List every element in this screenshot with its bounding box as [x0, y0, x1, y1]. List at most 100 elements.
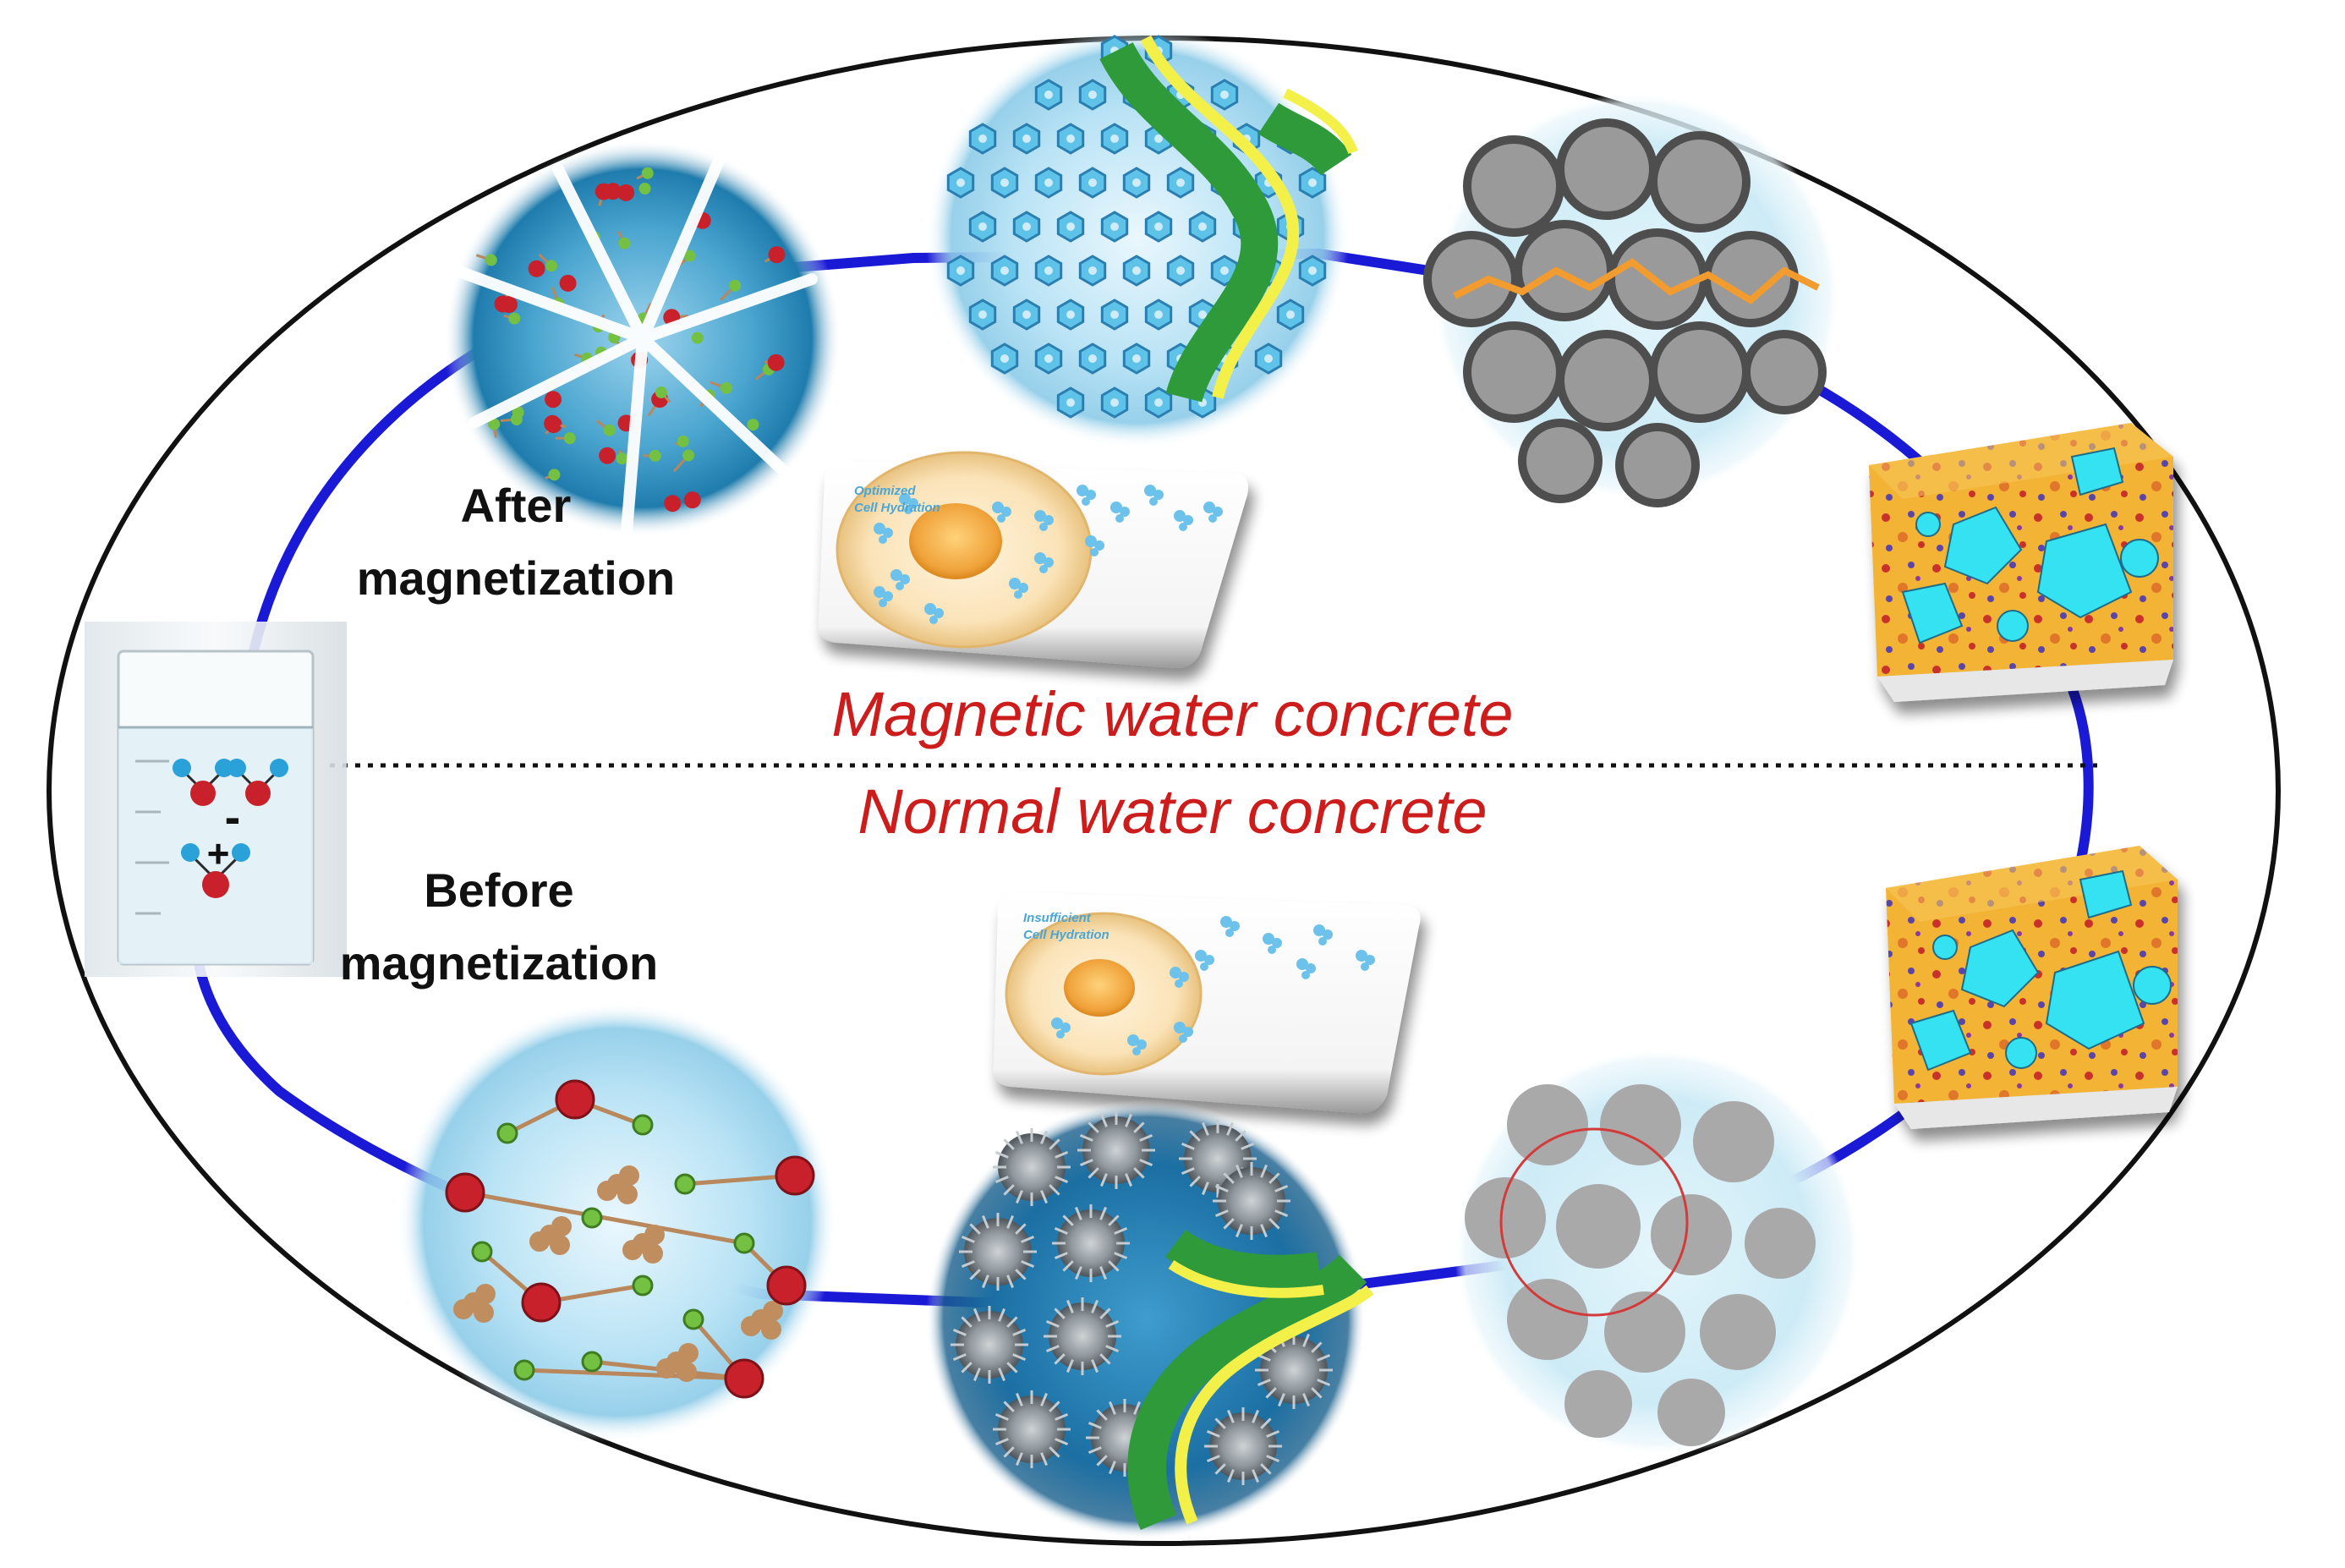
- aggregate-circle-bottom: [1455, 1049, 1860, 1455]
- clay-blob: [644, 1225, 665, 1245]
- clay-blob: [529, 1231, 550, 1252]
- hexagon-core: [1088, 178, 1097, 187]
- after-label-line2: magnetization: [279, 542, 753, 615]
- aggregate-particle: [1507, 1279, 1588, 1360]
- hexagon-core: [1044, 266, 1053, 275]
- red-atom: [768, 1267, 805, 1304]
- card-top-line1: Optimized: [854, 484, 916, 498]
- green-atom: [676, 1175, 694, 1193]
- atom: [729, 280, 741, 292]
- red-atom: [726, 1360, 763, 1397]
- hydration-dot: [1225, 929, 1234, 937]
- hexagon-core: [1066, 222, 1075, 231]
- after-label-line1: After: [279, 469, 753, 542]
- hexagon-core: [1088, 90, 1097, 99]
- hydration-dot: [929, 616, 938, 624]
- hexagon-core: [956, 178, 965, 187]
- aggregate-particle: [1564, 1370, 1632, 1438]
- hexagon-core: [1000, 354, 1009, 363]
- clay-blob: [597, 1181, 617, 1201]
- atom: [616, 452, 628, 464]
- atom: [501, 296, 518, 313]
- green-atom: [473, 1242, 491, 1261]
- hydration-dot: [879, 535, 887, 544]
- aggregate-particle: [1522, 423, 1598, 499]
- hydration-dot: [1039, 565, 1048, 573]
- hexagon-core: [1154, 310, 1163, 319]
- hexagon-core: [1132, 266, 1141, 275]
- hexagon-core: [1088, 266, 1097, 275]
- clay-blob: [678, 1343, 699, 1363]
- card-top-line2: Cell Hydration: [854, 501, 940, 515]
- hydration-dot: [1014, 590, 1022, 599]
- atom: [720, 382, 732, 394]
- green-atom: [583, 1209, 601, 1227]
- hydration-dot: [1179, 523, 1187, 531]
- hexagon-core: [1132, 354, 1141, 363]
- aggregate-particle: [1604, 1291, 1685, 1373]
- magnetic-water-concrete-title: Magnetic water concrete: [0, 677, 2345, 753]
- aggregate-particle: [1560, 123, 1653, 216]
- hydration-dot: [1090, 548, 1099, 556]
- hydration-dot: [896, 582, 904, 590]
- hexagon-core: [1088, 354, 1097, 363]
- red-atom: [776, 1157, 814, 1194]
- clay-blob: [656, 1358, 677, 1379]
- atom: [508, 313, 520, 325]
- hexagon-core: [1308, 178, 1317, 187]
- atom: [769, 246, 786, 263]
- atom: [595, 184, 612, 200]
- aggregate-particle: [1556, 1184, 1641, 1269]
- green-atom: [633, 1276, 652, 1295]
- atom: [564, 432, 576, 444]
- hexagon-core: [1308, 266, 1317, 275]
- aggregate-particle: [1467, 140, 1560, 233]
- hexagon-core: [1110, 134, 1119, 143]
- aggregate-particle: [1507, 1084, 1588, 1165]
- hexagon-core: [1132, 178, 1141, 187]
- atom: [560, 275, 577, 292]
- clay-blob: [551, 1216, 572, 1236]
- hexagon-core: [1022, 310, 1031, 319]
- hydration-dot: [1318, 937, 1327, 946]
- hydration-dot: [1200, 962, 1208, 971]
- hydration-card-optimized: Optimized Cell Hydration: [819, 452, 1248, 668]
- green-atom: [498, 1124, 517, 1143]
- green-atom: [684, 1310, 703, 1329]
- clay-blob: [619, 1165, 639, 1186]
- green-atom: [583, 1352, 601, 1371]
- hexagon-core: [1066, 134, 1075, 143]
- red-atom: [447, 1174, 484, 1211]
- clay-blob: [761, 1319, 781, 1340]
- before-magnetization-label: Before magnetization: [262, 854, 736, 1000]
- concrete-cube-bottom: [1886, 846, 2178, 1129]
- aggregate-particle: [1745, 1208, 1816, 1279]
- hexagon-core: [1154, 398, 1163, 407]
- hexagon-core: [1044, 90, 1053, 99]
- clay-blob: [453, 1299, 474, 1319]
- spiky-particle-circle-bottom: [926, 1099, 1370, 1539]
- atom: [639, 183, 651, 195]
- hexagon-core: [1286, 310, 1295, 319]
- before-label-line2: magnetization: [262, 927, 736, 1000]
- hexagon-core: [1220, 266, 1229, 275]
- green-atom: [735, 1234, 753, 1253]
- hexagon-core: [1000, 266, 1009, 275]
- clay-blob: [550, 1235, 570, 1255]
- after-magnetization-label: After magnetization: [279, 469, 753, 615]
- atom: [604, 425, 616, 436]
- atom: [768, 354, 785, 371]
- aggregate-crack-circle-top: [1427, 93, 1839, 503]
- hexagon-core: [1176, 266, 1185, 275]
- clay-blob: [643, 1243, 663, 1264]
- hexagon-core: [1154, 134, 1163, 143]
- hexagon-core: [1022, 134, 1031, 143]
- atom: [545, 260, 557, 271]
- hexagon-particle-circle-top: [926, 25, 1353, 448]
- atom: [529, 260, 545, 277]
- atom: [544, 415, 561, 432]
- aggregate-particle: [1651, 1194, 1732, 1275]
- atom: [649, 450, 661, 462]
- aggregate-particle: [1600, 1084, 1681, 1165]
